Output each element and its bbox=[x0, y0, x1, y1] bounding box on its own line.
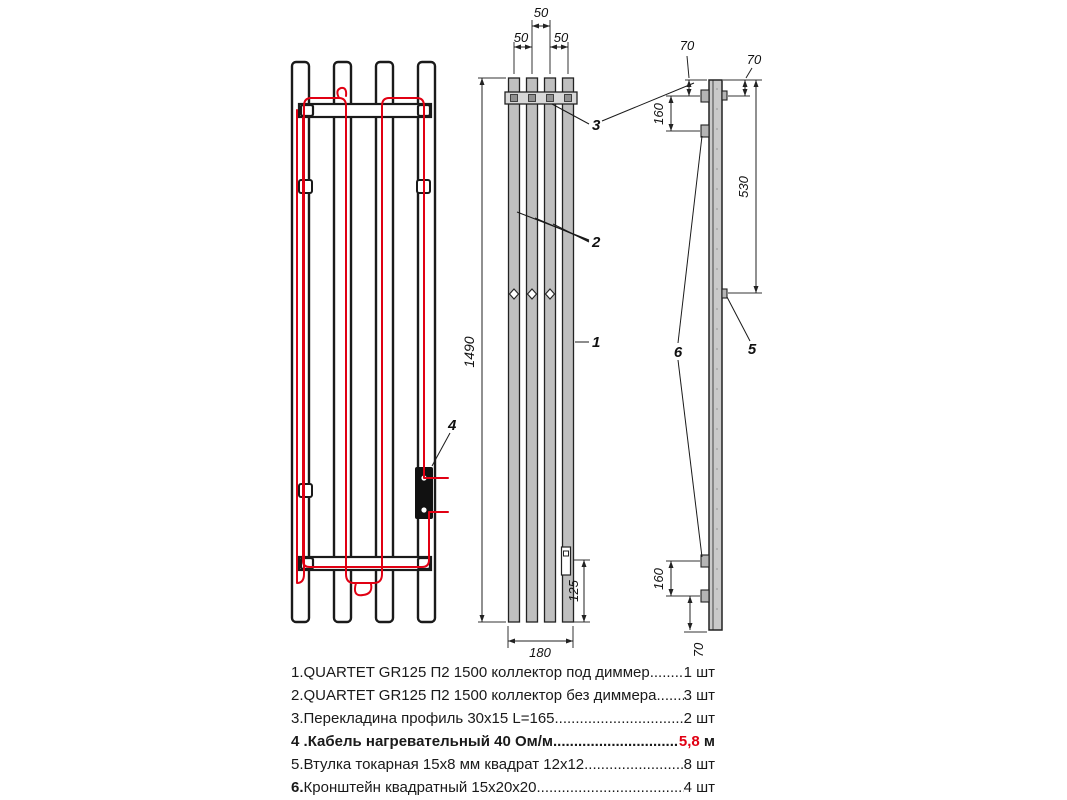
diamond-mark bbox=[544, 288, 556, 300]
side-view: 70 70 160 530 160 70 6 5 bbox=[651, 38, 762, 657]
dim-50-mid: 50 bbox=[534, 5, 549, 20]
bom-row: 5. Втулка токарная 15x8 мм квадрат 12x12… bbox=[291, 753, 715, 776]
dim-50-right: 50 bbox=[554, 30, 569, 45]
bom-row-dots: ........................................… bbox=[536, 779, 683, 796]
dim-1490: 1490 bbox=[461, 336, 477, 367]
crossbar-end-tab bbox=[299, 103, 315, 118]
callout-4-leader bbox=[431, 432, 451, 467]
crossbar-bottom bbox=[297, 555, 433, 572]
dim-180: 180 bbox=[529, 645, 551, 660]
diamond-mark bbox=[526, 288, 538, 300]
bar-profile bbox=[416, 60, 437, 624]
bar-profile bbox=[543, 77, 557, 623]
collector-detail-hole bbox=[563, 550, 569, 557]
dim-leader bbox=[745, 67, 753, 79]
bom-row-number: 6. bbox=[291, 779, 304, 796]
bom-row-dots: ........................................… bbox=[584, 756, 683, 773]
callout-5-leader bbox=[726, 296, 751, 342]
bom-row-qty-unit: м bbox=[699, 733, 715, 750]
callout-3-leader bbox=[601, 82, 695, 122]
dim-70-top-right: 70 bbox=[747, 52, 762, 67]
callout-3-leader bbox=[551, 103, 590, 125]
bom-row-heating-cable: 4 .Кабель нагревательный 40 Ом/м .......… bbox=[291, 730, 715, 753]
bom-row-label: QUARTET GR125 П2 1500 коллектор под димм… bbox=[303, 664, 650, 681]
dim-70-top-left: 70 bbox=[680, 38, 695, 53]
callout-5-label: 5 bbox=[748, 341, 757, 358]
bom-row-qty: 3 шт bbox=[683, 687, 715, 704]
wall-bracket-side bbox=[700, 589, 710, 603]
dim-160-top: 160 bbox=[651, 102, 666, 124]
bom-row-dots: ........................................… bbox=[656, 687, 683, 704]
bom-row-label: Кронштейн квадратный 15x20x20 bbox=[303, 779, 537, 796]
callout-4-label: 4 bbox=[447, 417, 457, 434]
fastener bbox=[528, 94, 536, 102]
bom-row-number: 5. bbox=[291, 756, 304, 773]
wall-bracket-side bbox=[700, 124, 710, 138]
callout-3-label: 3 bbox=[592, 117, 601, 134]
callout-6-leader bbox=[677, 135, 703, 344]
dim-160-bottom: 160 bbox=[651, 567, 666, 589]
dim-530: 530 bbox=[736, 175, 751, 197]
bom-row-dots: ........................................… bbox=[553, 733, 679, 750]
bom-row-number: 4 . bbox=[291, 733, 308, 750]
crossbar-top bbox=[504, 91, 578, 105]
bom-row-qty: 8 шт bbox=[683, 756, 715, 773]
terminal-bracket bbox=[415, 467, 433, 519]
wall-bracket-front bbox=[298, 483, 313, 498]
bom-row-label: Перекладина профиль 30x15 L=165 bbox=[303, 710, 555, 727]
callout-1-label: 1 bbox=[592, 334, 600, 351]
dim-125: 125 bbox=[566, 579, 581, 601]
callout-2-leader bbox=[552, 223, 590, 243]
bom-row-dots: ........................................… bbox=[649, 664, 684, 681]
bar-profile bbox=[525, 77, 539, 623]
side-plate bbox=[708, 79, 723, 631]
wall-bracket-front bbox=[298, 179, 313, 194]
bom-row-label: Кабель нагревательный 40 Ом/м bbox=[307, 733, 553, 750]
bom-row-dots: ........................................… bbox=[554, 710, 684, 727]
bar-profile bbox=[290, 60, 311, 624]
bom-row: 3.Перекладина профиль 30x15 L=165.......… bbox=[291, 707, 715, 730]
bar-profile bbox=[561, 77, 575, 623]
bom-row: 2.QUARTET GR125 П2 1500 коллектор без ди… bbox=[291, 684, 715, 707]
fastener bbox=[546, 94, 554, 102]
callout-6-label: 6 bbox=[674, 344, 683, 361]
bom-row: 6. Кронштейн квадратный 15x20x20........… bbox=[291, 776, 715, 799]
wall-bracket-side bbox=[700, 554, 710, 568]
bom-row-number: 2. bbox=[291, 687, 304, 704]
bom-row-number: 1. bbox=[291, 664, 304, 681]
bushing-side bbox=[721, 90, 728, 101]
terminal-hole bbox=[421, 507, 427, 513]
callout-6-leader bbox=[677, 359, 703, 558]
fastener bbox=[564, 94, 572, 102]
middle-view-dimensioned: 50 50 50 1490 180 125 3 2 1 bbox=[461, 5, 695, 660]
bom-row: 1.QUARTET GR125 П2 1500 коллектор под ди… bbox=[291, 661, 715, 684]
bar-profile bbox=[374, 60, 395, 624]
bar-profile bbox=[507, 77, 521, 623]
dim-70-bottom: 70 bbox=[691, 642, 706, 657]
bom-row-qty: 1 шт bbox=[683, 664, 715, 681]
bom-row-qty: 4 шт bbox=[683, 779, 715, 796]
bushing-side bbox=[721, 288, 728, 299]
heating-cable bbox=[296, 86, 449, 597]
collector-detail bbox=[560, 546, 572, 576]
callout-2-label: 2 bbox=[591, 234, 601, 251]
bom-row-label: QUARTET GR125 П2 1500 коллектор без димм… bbox=[303, 687, 657, 704]
bar-profile bbox=[332, 60, 353, 624]
bom-row-label: Втулка токарная 15x8 мм квадрат 12x12 bbox=[303, 756, 585, 773]
wall-bracket-side bbox=[700, 89, 710, 103]
bom-row-qty-value: 5,8 bbox=[678, 733, 700, 750]
fastener bbox=[510, 94, 518, 102]
left-view-front-with-cable: 4 bbox=[290, 60, 457, 624]
crossbar-top bbox=[297, 102, 433, 119]
bom-row-qty: 2 шт bbox=[683, 710, 715, 727]
diamond-mark bbox=[508, 288, 520, 300]
dim-leader bbox=[686, 55, 690, 79]
bill-of-materials: 1.QUARTET GR125 П2 1500 коллектор под ди… bbox=[291, 661, 715, 799]
bom-row-number: 3. bbox=[291, 710, 304, 727]
dim-50-left: 50 bbox=[514, 30, 529, 45]
